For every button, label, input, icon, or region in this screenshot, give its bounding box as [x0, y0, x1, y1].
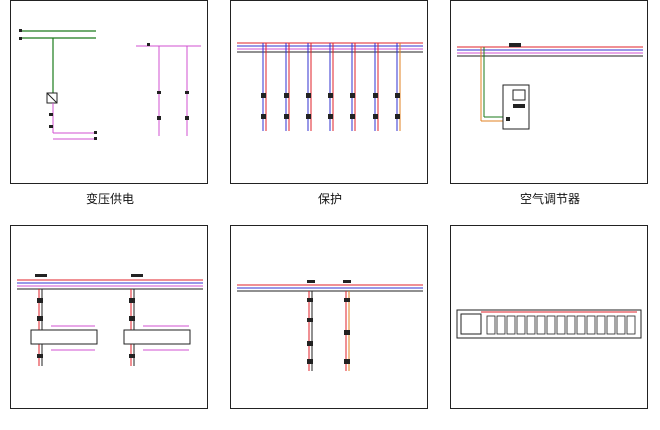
air-conditioner-diagram-icon — [450, 0, 648, 184]
thumbnail-caption: 空气调节器 — [519, 192, 580, 206]
thumbnail-caption: 变压供电 — [85, 192, 134, 206]
panel-diagram-icon — [10, 225, 208, 409]
transformer-supply-diagram-icon — [10, 0, 208, 184]
thumbnail-caption: 保护 — [317, 192, 342, 206]
feeder-diagram-icon — [230, 225, 428, 409]
breaker-bank-diagram-icon — [450, 225, 648, 409]
protection-diagram-icon — [230, 0, 428, 184]
